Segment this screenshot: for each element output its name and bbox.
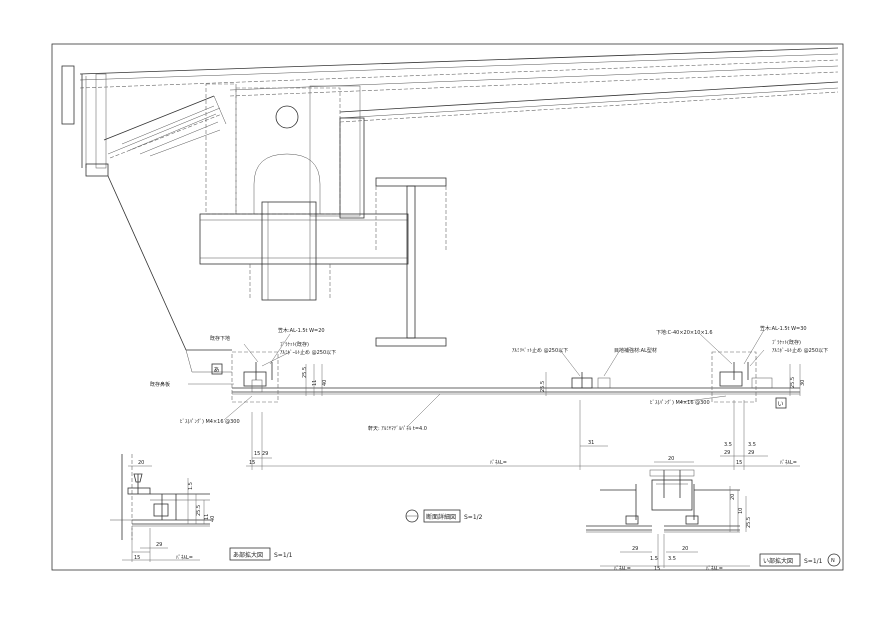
dim-i-length-right: ﾊﾟﾈﾙL=	[706, 565, 723, 572]
dim-i-1-5: 1.5	[650, 556, 658, 562]
dim-3-5: 3.5	[724, 442, 732, 448]
dim-i-10: 10	[738, 508, 744, 514]
north-label: N	[831, 558, 835, 564]
dim-a-1-5: 1.5	[188, 482, 194, 490]
title-main-box	[423, 509, 461, 523]
title-detail-a-scale: S=1/1	[274, 552, 293, 559]
label-mid-screw: ｱﾙﾐﾘﾍﾞｯﾄ止め @250以下	[512, 347, 568, 354]
label-mid-bar: 目地補強材:AL型材	[614, 347, 657, 354]
detail-i-drawing	[586, 461, 750, 568]
dim-25-5c: 25.5	[790, 377, 796, 388]
label-screw-left: ﾋﾞｽ(ﾊﾟﾝｸﾞ) M4×16 @300	[180, 418, 240, 425]
tag-i-box	[775, 397, 787, 409]
dim-a-length: ﾊﾟﾈﾙL=	[176, 554, 193, 561]
dim-15c: 15	[736, 460, 742, 466]
dim-40: 40	[322, 380, 328, 386]
label-bracket-right: ﾌﾞﾗｹｯﾄ(既存)	[772, 339, 801, 346]
dim-a-20: 20	[138, 460, 144, 466]
dim-a-15: 15	[134, 555, 140, 561]
dim-29b: 29	[724, 450, 730, 456]
title-detail-a-box	[229, 547, 271, 561]
dim-11: 11	[312, 380, 318, 386]
tag-a-box	[211, 363, 223, 375]
dim-a-11: 11	[204, 514, 210, 520]
dim-29: 29	[262, 451, 268, 457]
title-detail-a: あ部拡大図	[233, 551, 263, 559]
title-detail-i-box	[759, 553, 801, 567]
tag-i: い	[778, 401, 784, 408]
title-main-scale: S=1/2	[464, 514, 483, 521]
dim-29c: 29	[748, 450, 754, 456]
dim-a-25-5: 25.5	[196, 505, 202, 516]
dim-a-40: 40	[210, 516, 216, 522]
dim-i-25-5: 25.5	[746, 517, 752, 528]
label-right-plate: 笠木:AL-1.5t W=30	[760, 325, 807, 332]
tag-a: あ	[214, 367, 220, 374]
title-main: 断面詳細図	[426, 513, 456, 521]
roof-structure	[61, 47, 839, 373]
soffit-section	[188, 329, 801, 470]
dim-i-15: 15	[654, 566, 660, 572]
dim-3-5b: 3.5	[748, 442, 756, 448]
dim-i-29: 29	[632, 546, 638, 552]
detail-a-drawing	[110, 454, 210, 562]
dim-a-29: 29	[156, 542, 162, 548]
label-screw-right: ﾋﾞｽ(ﾊﾟﾝｸﾞ) M4×16 @300	[650, 399, 710, 406]
dim-30: 30	[800, 380, 806, 386]
dim-i-length-left: ﾊﾟﾈﾙL=	[614, 565, 631, 572]
label-frame-lower: 既存下地	[210, 335, 230, 342]
dim-i-20c: 20	[682, 546, 688, 552]
title-detail-i-scale: S=1/1	[804, 558, 823, 565]
annotations: 既存下地 笠木:AL-1.5t W=20 ﾌﾞﾗｹｯﾄ(既存) ｱﾙﾐﾎﾞｰﾙﾄ…	[134, 325, 841, 572]
dim-i-20b: 20	[730, 494, 736, 500]
label-bracket-right2: ｱﾙﾐﾎﾞｰﾙﾄ止め @250以下	[772, 347, 828, 354]
dim-i-20: 20	[668, 456, 674, 462]
north-arrow-icon	[827, 553, 841, 567]
dim-15b: 15	[249, 460, 255, 466]
dim-25-5: 25.5	[302, 367, 308, 378]
label-bracket-left2: ｱﾙﾐﾎﾞｰﾙﾄ止め @250以下	[280, 349, 336, 356]
label-right-under: 下地:C-40×20×10×1.6	[656, 329, 713, 336]
dim-15: 15	[254, 451, 260, 457]
dim-25-5b: 25.5	[540, 381, 546, 392]
dim-length-main: ﾊﾟﾈﾙL=	[490, 459, 507, 466]
label-soffit: 軒天: ｱﾙﾐﾔﾏﾃﾞﾙﾊﾟﾈﾙ t=4.0	[368, 425, 427, 432]
title-detail-i: い部拡大図	[763, 557, 793, 565]
label-existing-panel: 既存鼻板	[150, 381, 170, 388]
drawing-border	[51, 43, 844, 571]
label-bracket-left: ﾌﾞﾗｹｯﾄ(既存)	[280, 341, 309, 348]
label-top-plate: 笠木:AL-1.5t W=20	[278, 327, 325, 334]
dim-i-3-5: 3.5	[668, 556, 676, 562]
dim-length-right: ﾊﾟﾈﾙL=	[780, 459, 797, 466]
dim-31: 31	[588, 440, 594, 446]
